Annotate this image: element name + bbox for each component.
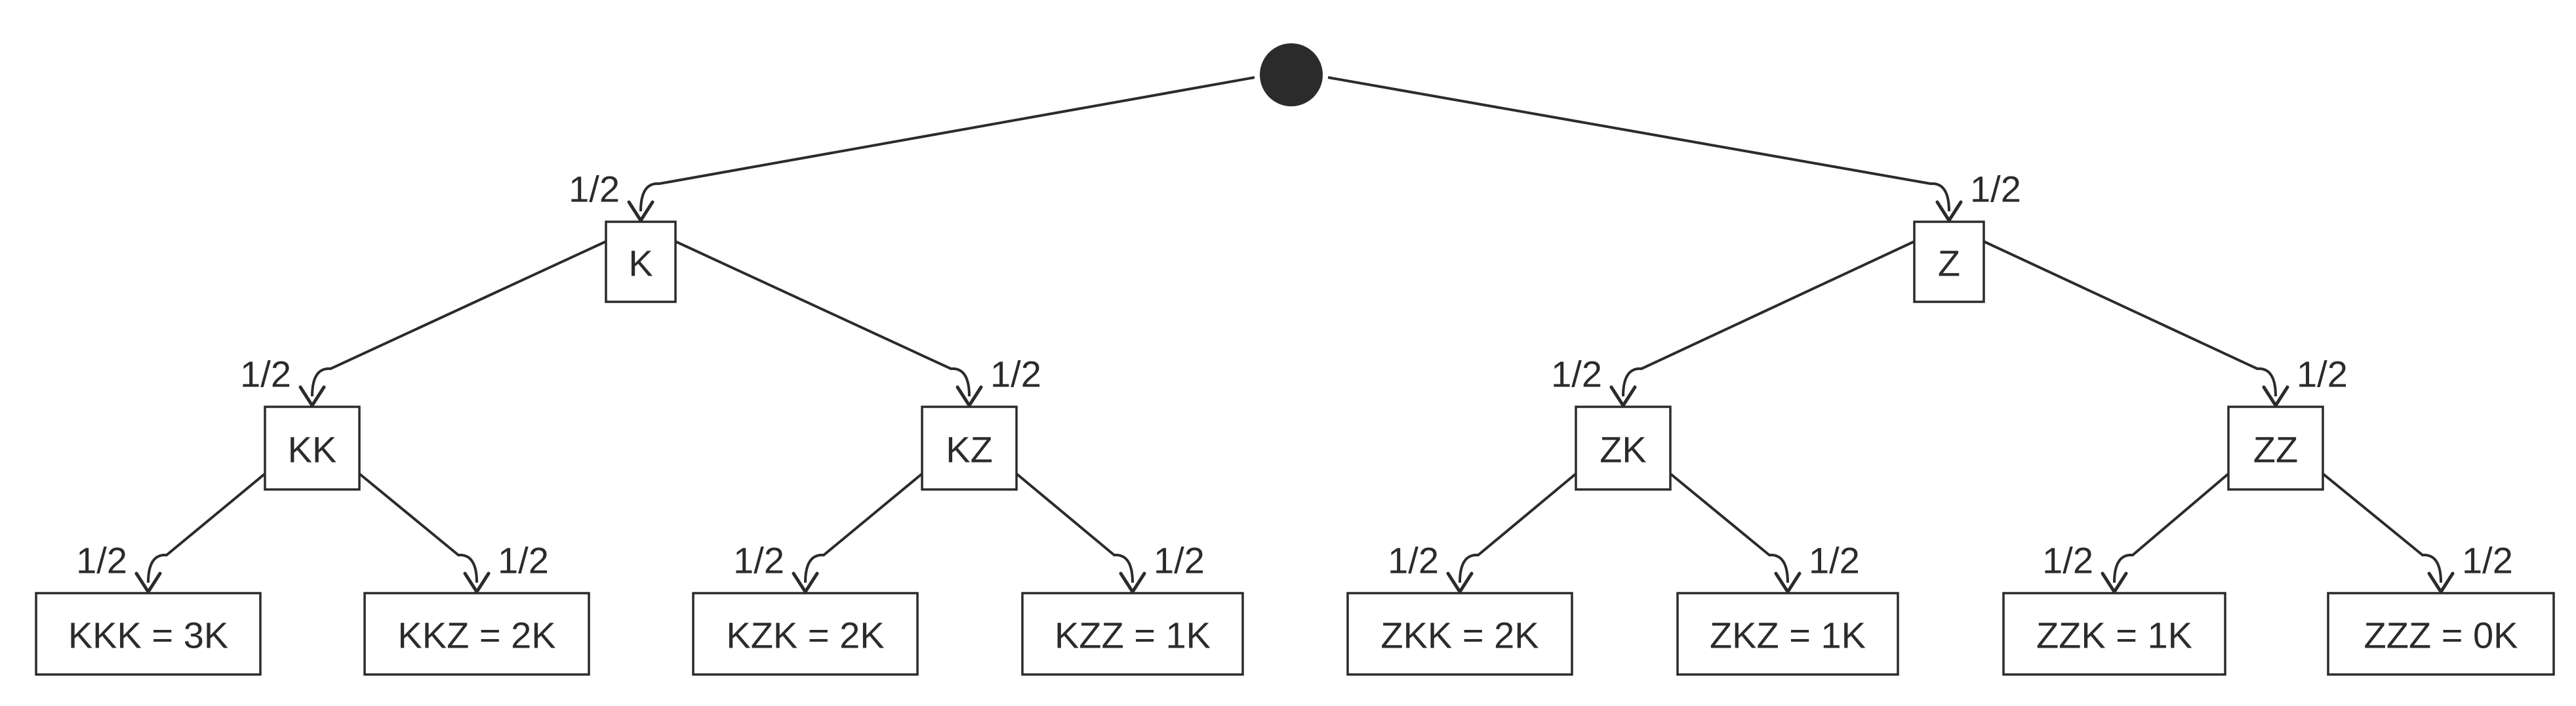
edge-z-zz (1983, 240, 2277, 397)
node-kz: KZ (921, 405, 1018, 491)
leaf-zzz: ZZZ = 0K (2327, 592, 2555, 676)
edge-kk-kkk-arrowhead (134, 571, 162, 594)
leaf-kkk-label: KKK = 3K (68, 615, 228, 656)
prob-label-kk: 1/2 (240, 354, 291, 395)
edge-z-zk-arrowhead (1609, 385, 1637, 407)
node-zz: ZZ (2227, 405, 2324, 491)
edge-kk-kkz (358, 472, 478, 583)
leaf-zzk-label: ZZK = 1K (2036, 615, 2192, 656)
leaf-kkk-box (35, 592, 262, 676)
edge-zz-zzk (2113, 472, 2230, 583)
prob-label-kkz: 1/2 (498, 540, 549, 581)
prob-label-zkz: 1/2 (1809, 540, 1860, 581)
edge-zz-zzz-arrowhead (2427, 571, 2455, 594)
edge-kz-kzk-arrowhead (792, 571, 819, 594)
leaf-zzk: ZZK = 1K (2002, 592, 2226, 676)
leaf-zkz-box (1676, 592, 1899, 676)
root-node (1260, 43, 1323, 106)
probability-labels-layer: 1/2 1/2 1/2 1/2 1/2 1/2 1/2 1/2 1/2 1/2 1/2 1/2 1/2 1… (76, 169, 2513, 581)
node-kk-box (264, 405, 361, 491)
edge-kk-kkz-arrowhead (463, 571, 491, 594)
prob-label-k: 1/2 (569, 169, 620, 210)
leaf-kzz: KZZ = 1K (1021, 592, 1244, 676)
node-zk: ZK (1575, 405, 1672, 491)
edge-root-z-arrowhead (1935, 200, 1963, 222)
prob-label-kz: 1/2 (990, 354, 1041, 395)
leaf-zzz-label: ZZZ = 0K (2364, 615, 2518, 656)
edge-zk-zkk-arrowhead (1446, 571, 1474, 594)
edge-zk-zkz-arrowhead (1774, 571, 1801, 594)
edge-zz-zzz (2322, 472, 2442, 583)
prob-label-kzz: 1/2 (1154, 540, 1205, 581)
leaf-zkz: ZKZ = 1K (1676, 592, 1899, 676)
prob-label-zzz: 1/2 (2462, 540, 2513, 581)
node-k-label: K (628, 243, 653, 284)
edge-k-kz-arrowhead (956, 385, 983, 407)
node-k: K (605, 220, 677, 303)
node-kz-box (921, 405, 1018, 491)
node-zk-label: ZK (1600, 429, 1647, 470)
leaf-zzz-box (2327, 592, 2555, 676)
leaf-kzz-box (1021, 592, 1244, 676)
leaf-kzk-box (692, 592, 919, 676)
edge-k-kk (311, 240, 607, 397)
edge-kk-kkk (147, 472, 266, 583)
node-z-label: Z (1938, 243, 1960, 284)
edge-kz-kzz (1015, 472, 1134, 583)
leaf-zkk: ZKK = 2K (1346, 592, 1573, 676)
leaf-kkz-label: KKZ = 2K (397, 615, 555, 656)
node-zk-box (1575, 405, 1672, 491)
edge-root-k-arrowhead (627, 200, 654, 222)
prob-label-z: 1/2 (1970, 169, 2021, 210)
edge-zk-zkz (1669, 472, 1789, 583)
leaf-kzz-label: KZZ = 1K (1055, 615, 1211, 656)
prob-label-kkk: 1/2 (76, 540, 127, 581)
node-zz-box (2227, 405, 2324, 491)
edges-layer (134, 76, 2455, 594)
edge-zk-zkk (1459, 472, 1577, 583)
node-kk-label: KK (288, 429, 337, 470)
node-kz-label: KZ (946, 429, 993, 470)
edge-z-zk (1622, 240, 1915, 397)
node-zz-label: ZZ (2253, 429, 2298, 470)
leaf-kzk: KZK = 2K (692, 592, 919, 676)
prob-label-kzk: 1/2 (733, 540, 784, 581)
node-kk: KK (264, 405, 361, 491)
edge-kz-kzk (804, 472, 923, 583)
leaf-kkz: KKZ = 2K (363, 592, 590, 676)
leaf-zkz-label: ZKZ = 1K (1710, 615, 1866, 656)
prob-label-zk: 1/2 (1551, 354, 1602, 395)
prob-label-zz: 1/2 (2297, 354, 2348, 395)
prob-label-zzk: 1/2 (2042, 540, 2093, 581)
edge-root-z (1327, 76, 1950, 212)
leaf-zkk-box (1346, 592, 1573, 676)
prob-label-zkk: 1/2 (1388, 540, 1439, 581)
node-z-box (1913, 220, 1985, 303)
leaf-zkk-label: ZKK = 2K (1380, 615, 1539, 656)
edge-z-zz-arrowhead (2262, 385, 2289, 407)
leaf-kkk: KKK = 3K (35, 592, 262, 676)
edge-k-kz (675, 240, 971, 397)
leaf-kzk-label: KZK = 2K (726, 615, 884, 656)
edge-k-kk-arrowhead (298, 385, 326, 407)
edge-kz-kzz-arrowhead (1119, 571, 1146, 594)
edge-root-k (639, 76, 1255, 212)
edge-zz-zzk-arrowhead (2101, 571, 2128, 594)
node-z: Z (1913, 220, 1985, 303)
leaf-zzk-box (2002, 592, 2226, 676)
node-k-box (605, 220, 677, 303)
leaf-kkz-box (363, 592, 590, 676)
